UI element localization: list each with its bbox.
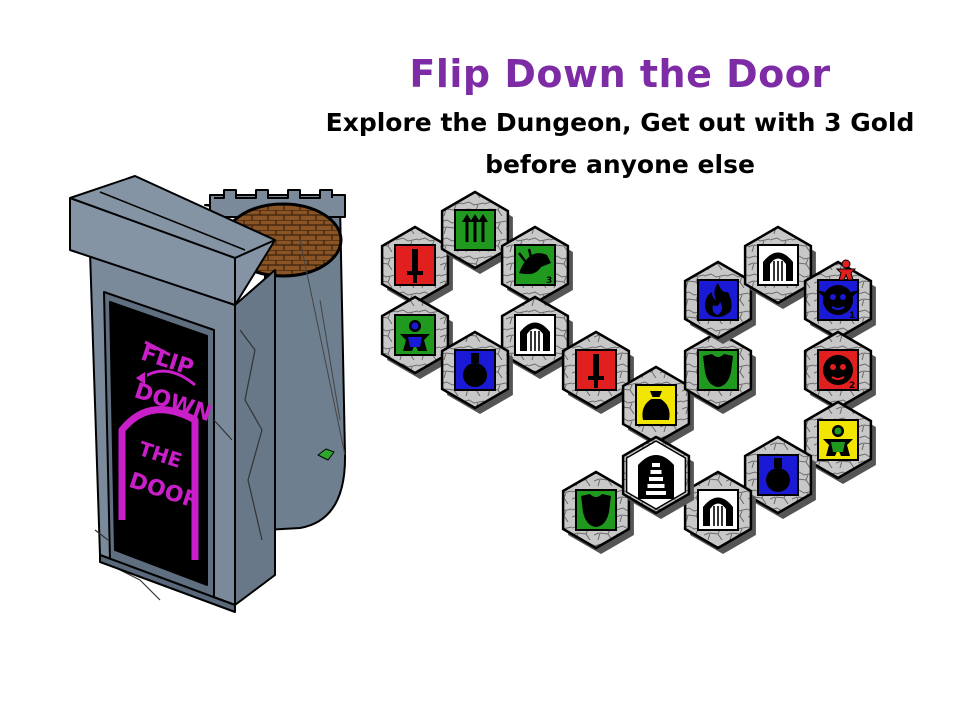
tile-door-white-2 bbox=[743, 225, 816, 309]
dragon-icon bbox=[518, 248, 551, 275]
tile-door-white-3 bbox=[683, 470, 756, 554]
tile-number: 3 bbox=[546, 276, 552, 286]
tower-side bbox=[234, 269, 276, 606]
subtitle-line-1: Explore the Dungeon, Get out with 3 Gold bbox=[325, 108, 915, 137]
armor-icon bbox=[581, 494, 611, 527]
page-title: Flip Down the Door bbox=[409, 52, 831, 96]
tile-troll-red: 2 bbox=[803, 330, 876, 414]
sign-arch bbox=[118, 406, 199, 560]
armor-icon bbox=[703, 354, 733, 387]
tile-armor-green bbox=[683, 330, 756, 414]
tile-wizard-green bbox=[380, 295, 453, 379]
dungeon-board: 3 1 2 bbox=[380, 190, 876, 554]
sword-icon bbox=[588, 354, 604, 388]
gold-bag-icon bbox=[642, 391, 670, 420]
arrows-trap-icon bbox=[462, 214, 488, 242]
goblin-icon bbox=[816, 285, 860, 315]
fire-icon bbox=[705, 283, 732, 317]
player-meeple-red[interactable] bbox=[835, 259, 857, 281]
stairs-icon bbox=[638, 455, 674, 499]
subtitle-line-2: before anyone else bbox=[485, 150, 755, 179]
sword-icon bbox=[407, 249, 423, 283]
wizard-meeple-icon bbox=[400, 320, 430, 351]
tile-goblin-blue: 1 bbox=[803, 260, 876, 344]
tile-potion-blue-1 bbox=[440, 330, 513, 414]
door-sign bbox=[109, 301, 208, 586]
tile-meeple-yellow bbox=[803, 400, 876, 484]
tile-potion-blue-2 bbox=[743, 435, 816, 519]
troll-icon bbox=[823, 355, 853, 385]
tile-number: 2 bbox=[849, 381, 855, 391]
tile-dragon-green: 3 bbox=[500, 225, 573, 309]
tile-sword-red-2 bbox=[561, 330, 634, 414]
tile-stairs-exit bbox=[621, 435, 694, 519]
tile-door-white-1 bbox=[500, 295, 573, 379]
meeple-icon bbox=[823, 425, 853, 456]
door-icon bbox=[520, 322, 550, 351]
potion-icon bbox=[463, 353, 487, 387]
tile-gold-yellow bbox=[621, 365, 694, 449]
door-icon bbox=[703, 497, 733, 526]
tile-armor-green-2 bbox=[561, 470, 634, 554]
potion-icon bbox=[766, 458, 790, 492]
tile-arrows-green bbox=[440, 190, 513, 274]
tower-piece: FLIP DOWN THE DOOR bbox=[69, 175, 347, 613]
door-icon bbox=[763, 252, 793, 281]
tile-number: 1 bbox=[849, 311, 855, 321]
